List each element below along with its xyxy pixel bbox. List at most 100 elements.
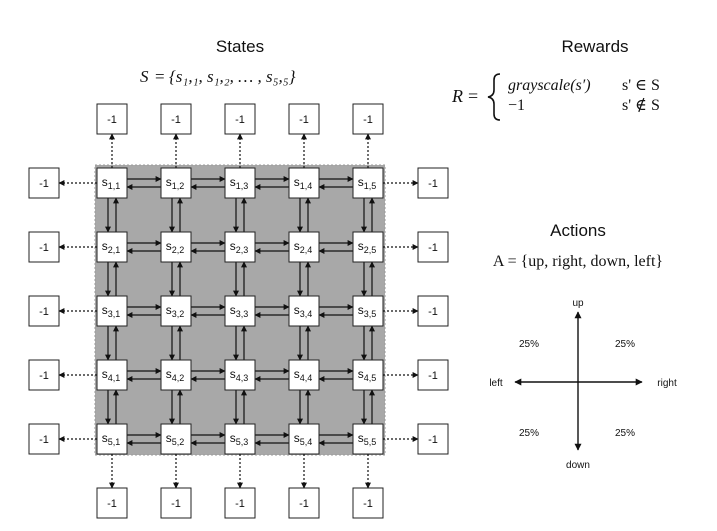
- rewards-case2-condition: s' ∉ S: [622, 97, 660, 114]
- action-down-label: down: [566, 460, 590, 471]
- action-up-label: up: [572, 298, 584, 309]
- state-s-1-2-label: s1,2: [166, 175, 185, 191]
- action-compass: up down left right 25% 25% 25% 25%: [489, 298, 677, 471]
- reward-right-4-label: -1: [428, 370, 438, 382]
- reward-bottom-1-label: -1: [107, 498, 117, 510]
- prob-bottom-right: 25%: [615, 428, 635, 439]
- state-s-5-1: [96, 423, 128, 455]
- reward-bottom-2: [160, 487, 192, 519]
- state-s-3-5: [352, 295, 384, 327]
- state-s-2-5-label: s2,5: [358, 239, 377, 255]
- state-s-4-1: [96, 359, 128, 391]
- reward-top-2-label: -1: [171, 114, 181, 126]
- reward-right-5-label: -1: [428, 434, 438, 446]
- state-s-5-3-label: s5,3: [230, 431, 249, 447]
- rewards-equals: =: [468, 86, 478, 106]
- actions-title: Actions: [550, 221, 606, 240]
- state-s-1-4: [288, 167, 320, 199]
- state-s-3-3: [224, 295, 256, 327]
- reward-bottom-3-label: -1: [235, 498, 245, 510]
- reward-left-4: [28, 359, 60, 391]
- state-s-2-5: [352, 231, 384, 263]
- reward-bottom-5: [352, 487, 384, 519]
- state-s-4-3-label: s4,3: [230, 367, 249, 383]
- reward-right-2: [417, 231, 449, 263]
- reward-left-1-label: -1: [39, 178, 49, 190]
- reward-left-3: [28, 295, 60, 327]
- action-left-label: left: [489, 378, 503, 389]
- reward-top-1-label: -1: [107, 114, 117, 126]
- prob-bottom-left: 25%: [519, 428, 539, 439]
- reward-bottom-1: [96, 487, 128, 519]
- state-s-3-3-label: s3,3: [230, 303, 249, 319]
- state-s-2-4: [288, 231, 320, 263]
- states-set-lhs: S: [140, 67, 149, 86]
- state-s-5-4: [288, 423, 320, 455]
- state-s-5-4-label: s5,4: [294, 431, 313, 447]
- state-s-3-4: [288, 295, 320, 327]
- reward-top-3-label: -1: [235, 114, 245, 126]
- reward-right-3-label: -1: [428, 306, 438, 318]
- reward-left-2: [28, 231, 60, 263]
- state-s-4-4-label: s4,4: [294, 367, 313, 383]
- state-s-1-5: [352, 167, 384, 199]
- state-s-3-2: [160, 295, 192, 327]
- actions-set: A = {up, right, down, left}: [493, 253, 663, 270]
- state-s-2-1-label: s2,1: [102, 239, 121, 255]
- rewards-lhs: R: [451, 86, 463, 106]
- reward-left-2-label: -1: [39, 242, 49, 254]
- reward-top-5-label: -1: [363, 114, 373, 126]
- action-right-label: right: [657, 378, 677, 389]
- state-s-3-5-label: s3,5: [358, 303, 377, 319]
- state-s-2-3-label: s2,3: [230, 239, 249, 255]
- state-s-5-2-label: s5,2: [166, 431, 185, 447]
- reward-bottom-2-label: -1: [171, 498, 181, 510]
- state-s-1-3: [224, 167, 256, 199]
- state-s-3-1-label: s3,1: [102, 303, 121, 319]
- reward-right-1-label: -1: [428, 178, 438, 190]
- state-s-2-2-label: s2,2: [166, 239, 185, 255]
- rewards-definition: R = grayscale(s′) s' ∈ S −1 s' ∉ S: [451, 73, 660, 121]
- reward-top-5: [352, 103, 384, 135]
- reward-right-1: [417, 167, 449, 199]
- reward-right-2-label: -1: [428, 242, 438, 254]
- rewards-case1-value: grayscale(s′): [508, 77, 591, 94]
- state-s-5-5: [352, 423, 384, 455]
- rewards-title: Rewards: [561, 37, 628, 56]
- state-s-2-2: [160, 231, 192, 263]
- prob-top-right: 25%: [615, 339, 635, 350]
- reward-bottom-5-label: -1: [363, 498, 373, 510]
- states-set-rhs: {s₁,₁, s₁,₂, … , s₅,₅}: [169, 67, 296, 86]
- state-s-1-3-label: s1,3: [230, 175, 249, 191]
- states-title: States: [216, 37, 264, 56]
- state-s-1-4-label: s1,4: [294, 175, 313, 191]
- prob-top-left: 25%: [519, 339, 539, 350]
- reward-left-4-label: -1: [39, 370, 49, 382]
- state-s-5-2: [160, 423, 192, 455]
- reward-right-5: [417, 423, 449, 455]
- reward-top-3: [224, 103, 256, 135]
- rewards-case1-condition: s' ∈ S: [622, 77, 660, 94]
- reward-left-1: [28, 167, 60, 199]
- state-s-4-1-label: s4,1: [102, 367, 121, 383]
- states-set-equals: =: [155, 67, 165, 86]
- reward-top-4-label: -1: [299, 114, 309, 126]
- state-s-5-3: [224, 423, 256, 455]
- state-s-3-2-label: s3,2: [166, 303, 185, 319]
- state-s-5-5-label: s5,5: [358, 431, 377, 447]
- state-s-4-4: [288, 359, 320, 391]
- state-s-4-2: [160, 359, 192, 391]
- state-s-1-2: [160, 167, 192, 199]
- reward-top-2: [160, 103, 192, 135]
- state-s-4-5-label: s4,5: [358, 367, 377, 383]
- reward-left-3-label: -1: [39, 306, 49, 318]
- state-s-5-1-label: s5,1: [102, 431, 121, 447]
- reward-left-5-label: -1: [39, 434, 49, 446]
- reward-top-1: [96, 103, 128, 135]
- state-s-3-4-label: s3,4: [294, 303, 313, 319]
- rewards-case2-value: −1: [508, 97, 525, 114]
- states-set: S = {s₁,₁, s₁,₂, … , s₅,₅}: [140, 67, 296, 86]
